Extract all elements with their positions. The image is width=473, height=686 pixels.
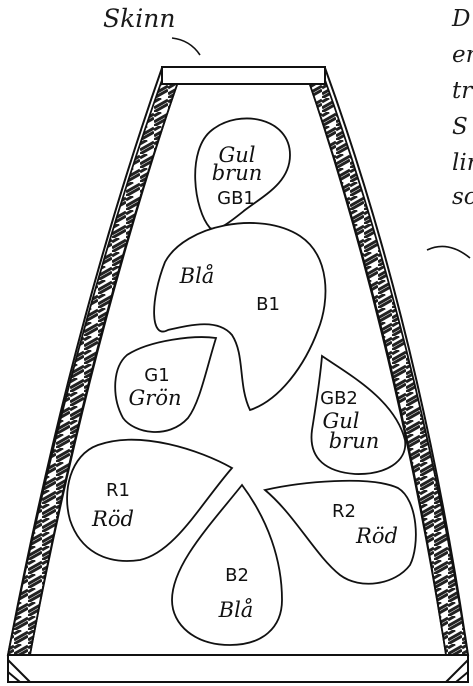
bottom-right-corner-mark: [445, 659, 469, 683]
piece-gb2-color-line2: brun: [329, 429, 380, 453]
side-note-line-1: D: [452, 6, 471, 32]
piece-r2-color: Röd: [355, 524, 398, 548]
piece-r1-shape: [66, 438, 234, 562]
piece-g1-color: Grön: [129, 386, 182, 410]
piece-g1-code: G1: [144, 365, 169, 386]
inner-left-edge: [29, 81, 179, 656]
piece-b1-code: B1: [256, 294, 280, 315]
piece-r2-shape: [263, 479, 417, 585]
skinn-label: Skinn: [103, 4, 176, 33]
side-note-line-3: tr: [452, 78, 473, 104]
side-note-line-6: sc: [452, 184, 473, 210]
inner-right-edge: [308, 81, 447, 656]
piece-gb2-shape: [310, 354, 406, 475]
note-leader-line: [426, 245, 471, 259]
piece-gb2-code: GB2: [320, 388, 358, 409]
side-note-line-4: S: [452, 114, 468, 140]
piece-g1-shape: [114, 336, 218, 433]
piece-r2-code: R2: [332, 501, 356, 522]
piece-b1-color: Blå: [179, 264, 215, 288]
piece-gb1-code: GB1: [217, 188, 255, 209]
piece-r1-color: Röd: [91, 507, 134, 531]
piece-b2-color: Blå: [218, 598, 254, 622]
side-note-line-2: er: [452, 42, 473, 68]
piece-gb1-color-line2: brun: [212, 161, 263, 185]
piece-b1-shape: [153, 222, 327, 412]
bottom-band: [7, 654, 469, 683]
piece-b2-shape: [171, 483, 283, 646]
piece-b2-code: B2: [225, 565, 249, 586]
skinn-leader-line: [171, 37, 201, 56]
piece-gb2-color-line1: Gul: [322, 409, 359, 433]
bottom-left-corner-mark: [7, 659, 31, 683]
piece-r1-code: R1: [106, 480, 130, 501]
top-skin-band: [161, 66, 326, 85]
side-note-line-5: lir: [452, 150, 473, 176]
piece-gb1-shape: [194, 117, 291, 230]
piece-gb1-color-line1: Gul: [218, 143, 255, 167]
